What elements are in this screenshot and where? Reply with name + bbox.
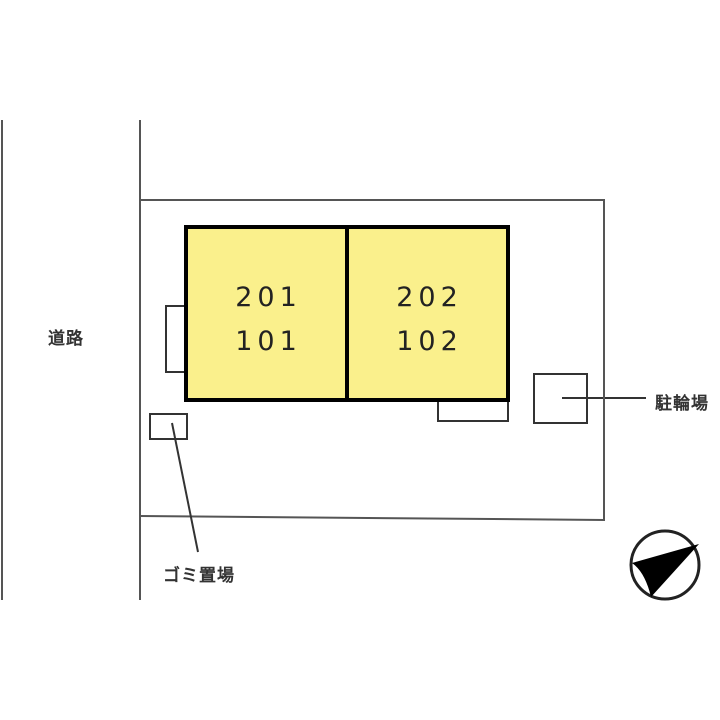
garbage-area-label: ゴミ置場 bbox=[163, 566, 235, 586]
bicycle-parking-label: 駐輪場 bbox=[655, 394, 709, 414]
road-label: 道路 bbox=[48, 329, 84, 349]
compass-icon bbox=[629, 529, 701, 601]
unit-number-upper: 202 bbox=[396, 282, 463, 313]
unit-number-lower: 101 bbox=[235, 326, 302, 357]
unit-number-lower: 102 bbox=[396, 326, 463, 357]
unit-number-upper: 201 bbox=[235, 282, 302, 313]
building-unit-right bbox=[345, 225, 510, 402]
garbage-leader-line bbox=[171, 422, 199, 553]
unit-label-right: 202 102 bbox=[347, 276, 512, 364]
garbage-area-box bbox=[149, 413, 188, 440]
unit-label-left: 201 101 bbox=[186, 276, 351, 364]
